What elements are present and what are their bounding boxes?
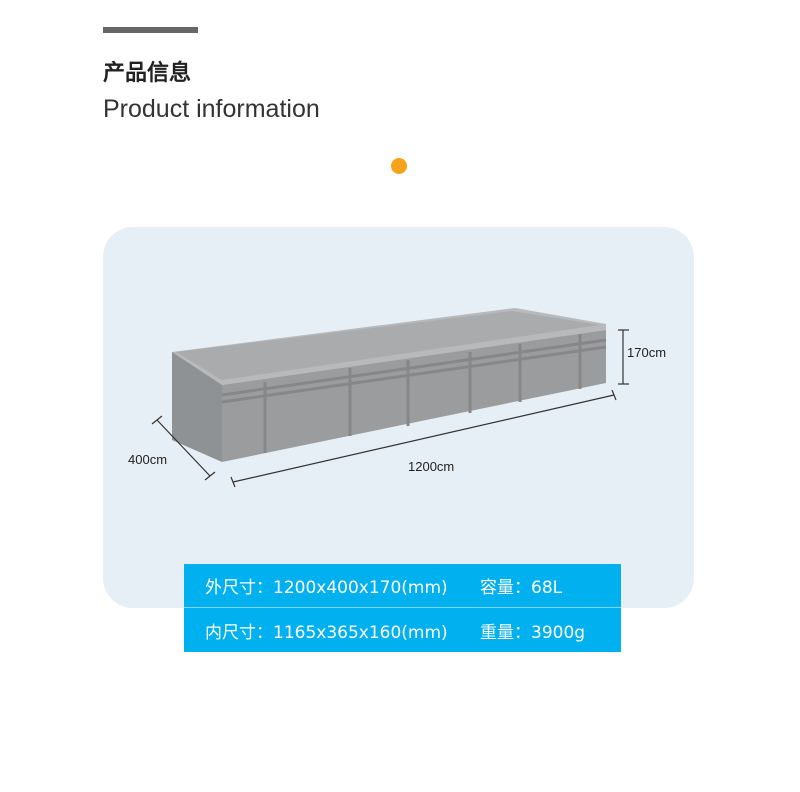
height-label: 170cm [627,345,667,360]
length-label: 1200cm [408,459,455,474]
spec-row-inner: 内尺寸：1165x365x160(mm) 重量：3900g [184,608,621,652]
outer-size: 外尺寸：1200x400x170(mm) [205,578,448,598]
inner-size: 内尺寸：1165x365x160(mm) [205,622,448,643]
accent-dot [391,158,407,174]
section-title-cn: 产品信息 [103,61,192,86]
spec-row-outer: 外尺寸：1200x400x170(mm) 容量：68L [184,564,621,608]
width-label: 400cm [128,452,168,467]
section-title-en: Product information [103,95,320,123]
capacity: 容量：68L [480,578,563,598]
title-accent-bar [103,27,198,33]
weight: 重量：3900g [480,622,586,643]
